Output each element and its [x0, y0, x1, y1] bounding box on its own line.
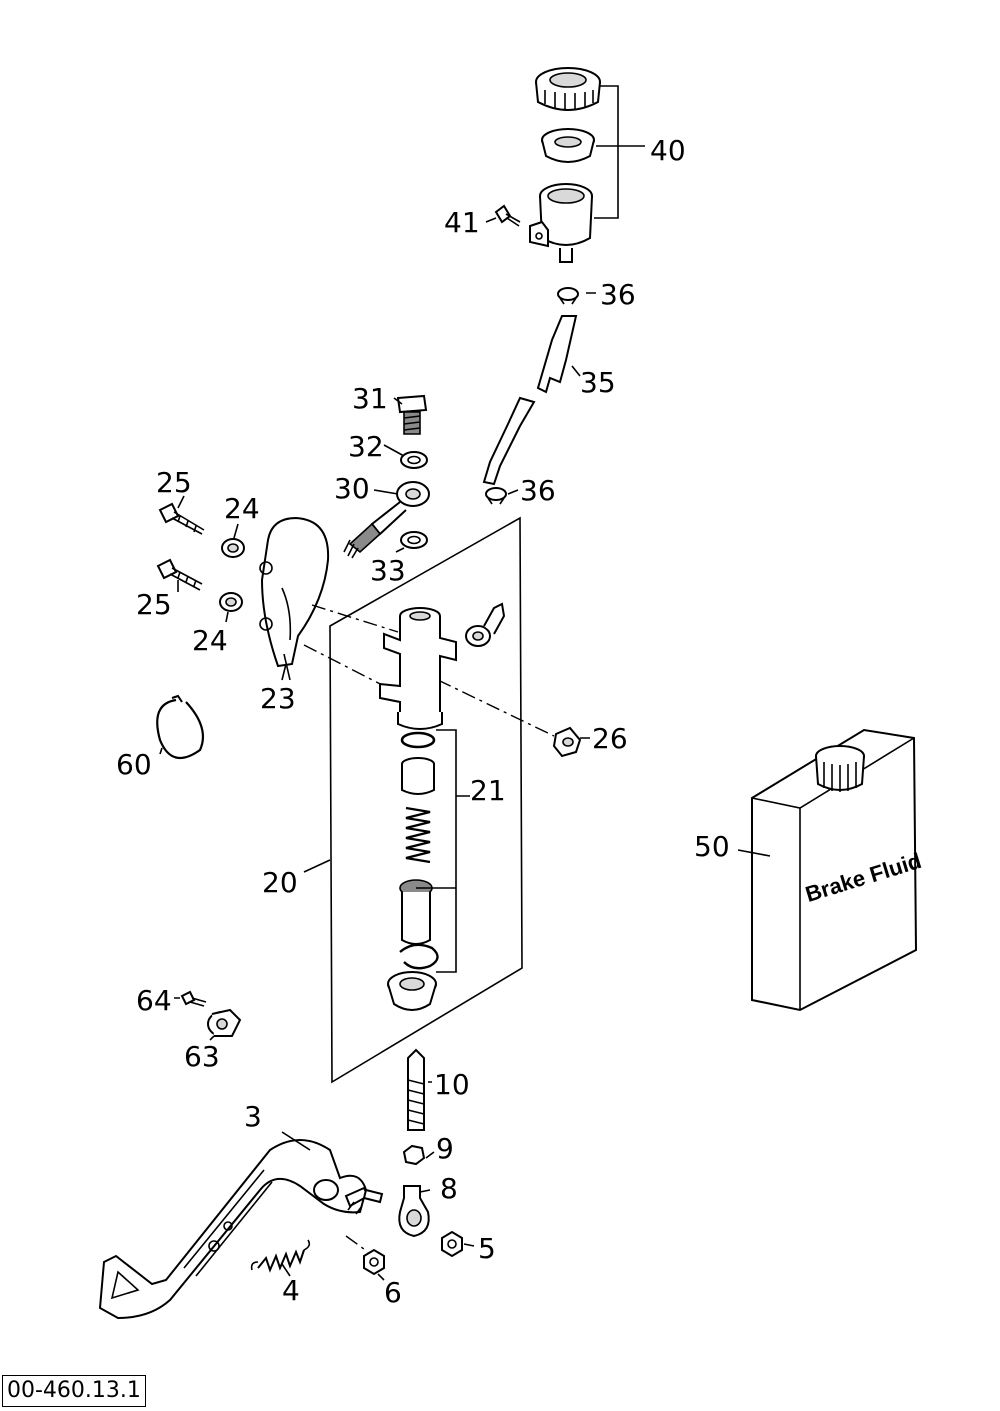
- callout-63: 63: [184, 1040, 220, 1073]
- callout-21: 21: [470, 774, 506, 807]
- seal-washer-upper: [400, 451, 428, 469]
- bolt-upper: [158, 502, 205, 535]
- piston: [399, 879, 433, 945]
- callout-20: 20: [262, 866, 298, 899]
- screw-64: [180, 990, 207, 1007]
- callout-31: 31: [352, 382, 388, 415]
- reservoir-screw: [494, 204, 521, 227]
- o-ring: [400, 731, 436, 749]
- group-box-outline: [329, 516, 523, 1084]
- callout-3: 3: [244, 1100, 262, 1133]
- circlip: [399, 943, 439, 970]
- callout-32: 32: [348, 430, 384, 463]
- callout-9: 9: [436, 1132, 454, 1165]
- callout-36-upper: 36: [600, 278, 636, 311]
- callout-8: 8: [440, 1172, 458, 1205]
- hose-clamp-lower: [485, 487, 507, 505]
- seal-washer-lower: [400, 531, 428, 549]
- callout-26: 26: [592, 722, 628, 755]
- reservoir-body: [529, 183, 593, 263]
- banjo-fitting: [343, 481, 430, 559]
- callout-25-lower: 25: [136, 588, 172, 621]
- callout-36-lower: 36: [520, 474, 556, 507]
- brake-fluid-can: Brake Fluid: [751, 728, 924, 1012]
- self-locking-nut-6: [363, 1248, 385, 1276]
- callout-25-upper: 25: [156, 466, 192, 499]
- leader-40: [594, 85, 645, 219]
- leader-21: [416, 729, 470, 973]
- callout-35: 35: [580, 366, 616, 399]
- reservoir-cap: [535, 67, 601, 111]
- callout-24-upper: 24: [224, 492, 260, 525]
- callout-41: 41: [444, 206, 480, 239]
- lock-nut: [402, 1144, 426, 1166]
- callout-30: 30: [334, 472, 370, 505]
- callout-24-lower: 24: [192, 624, 228, 657]
- callout-23: 23: [260, 682, 296, 715]
- spacer-lower: [219, 592, 243, 612]
- return-spring-pedal: [250, 1239, 311, 1273]
- reservoir-diaphragm: [541, 128, 595, 163]
- cable-clip: [156, 694, 204, 760]
- piston-sleeve: [401, 757, 435, 795]
- return-spring: [405, 806, 431, 864]
- callout-40: 40: [650, 134, 686, 167]
- plug-fitting: [552, 726, 582, 758]
- hose-elbow-fitting: [465, 602, 506, 647]
- dust-boot: [387, 971, 437, 1011]
- callout-10: 10: [434, 1068, 470, 1101]
- callout-4: 4: [282, 1274, 300, 1307]
- leader-lines: [159, 217, 596, 1281]
- bolt-lower: [156, 558, 203, 591]
- spacer-upper: [221, 538, 245, 558]
- callout-5: 5: [478, 1232, 496, 1265]
- heel-guard: [259, 516, 330, 681]
- clevis-eye: [398, 1185, 430, 1238]
- push-rod: [407, 1048, 425, 1131]
- bushing-63: [207, 1008, 242, 1037]
- assembly-axis-upper: [311, 604, 399, 633]
- hose-clamp-upper: [557, 287, 579, 305]
- callout-6: 6: [384, 1276, 402, 1309]
- master-cylinder-body: [379, 607, 457, 730]
- brake-pedal: [98, 1139, 384, 1320]
- banjo-bolt: [396, 394, 428, 435]
- brake-hose: [482, 315, 578, 486]
- leader-50: [737, 849, 771, 857]
- callout-50: 50: [694, 830, 730, 863]
- callout-60: 60: [116, 748, 152, 781]
- self-locking-nut-5: [441, 1230, 463, 1258]
- callout-64: 64: [136, 984, 172, 1017]
- assembly-axis-lower: [303, 644, 555, 737]
- callout-33: 33: [370, 554, 406, 587]
- diagram-reference-number: 00-460.13.1: [2, 1375, 146, 1407]
